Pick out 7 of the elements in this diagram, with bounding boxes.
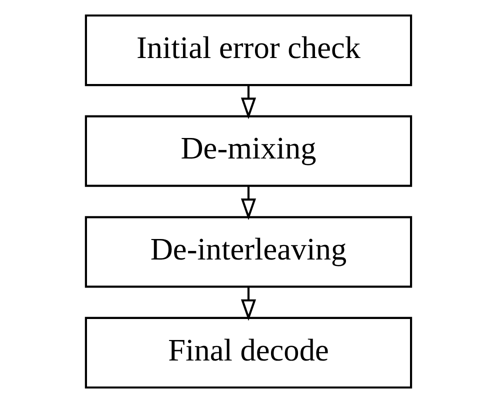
arrow xyxy=(240,186,256,220)
arrow xyxy=(240,287,256,321)
node-box: Initial error check xyxy=(84,14,412,86)
arrow xyxy=(240,86,256,120)
node-box: Final decode xyxy=(84,316,412,389)
node-box: De-interleaving xyxy=(84,216,412,288)
node-box: De-mixing xyxy=(84,115,412,187)
